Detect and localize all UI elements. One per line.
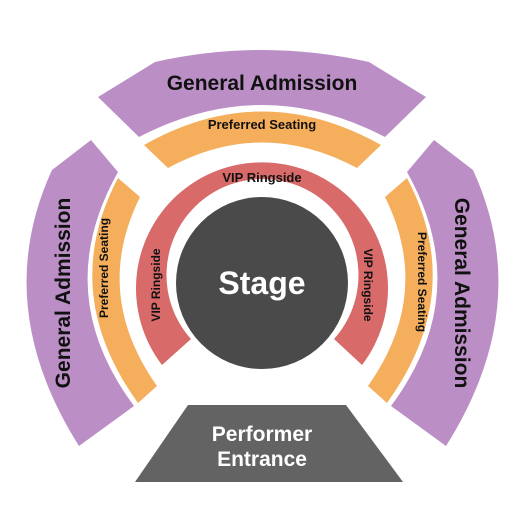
general-admission-left-label: General Admission [52, 198, 75, 389]
performer-entrance-label-line2: Entrance [217, 448, 307, 471]
performer-entrance[interactable] [135, 405, 403, 482]
vip-ringside-right-label: VIP Ringside [361, 248, 375, 321]
general-admission-left-section[interactable] [26, 140, 134, 446]
general-admission-right-label: General Admission [450, 198, 473, 389]
general-admission-right-section[interactable] [391, 140, 499, 446]
performer-entrance-label-line1: Performer [212, 423, 312, 446]
vip-ringside-section[interactable] [136, 162, 389, 365]
preferred-seating-right-section[interactable] [368, 178, 433, 403]
vip-ringside-left-label: VIP Ringside [149, 248, 163, 321]
preferred-seating-top-section[interactable] [144, 111, 381, 169]
preferred-seating-right-label: Preferred Seating [415, 232, 429, 332]
preferred-seating-left-section[interactable] [92, 178, 157, 403]
preferred-seating-top-label: Preferred Seating [208, 117, 316, 132]
stage[interactable] [176, 197, 348, 369]
general-admission-top-section[interactable] [98, 50, 426, 137]
vip-ringside-top-label: VIP Ringside [222, 170, 301, 185]
preferred-seating-left-label: Preferred Seating [97, 218, 111, 318]
stage-label: Stage [218, 265, 305, 301]
general-admission-top-label: General Admission [167, 72, 358, 95]
